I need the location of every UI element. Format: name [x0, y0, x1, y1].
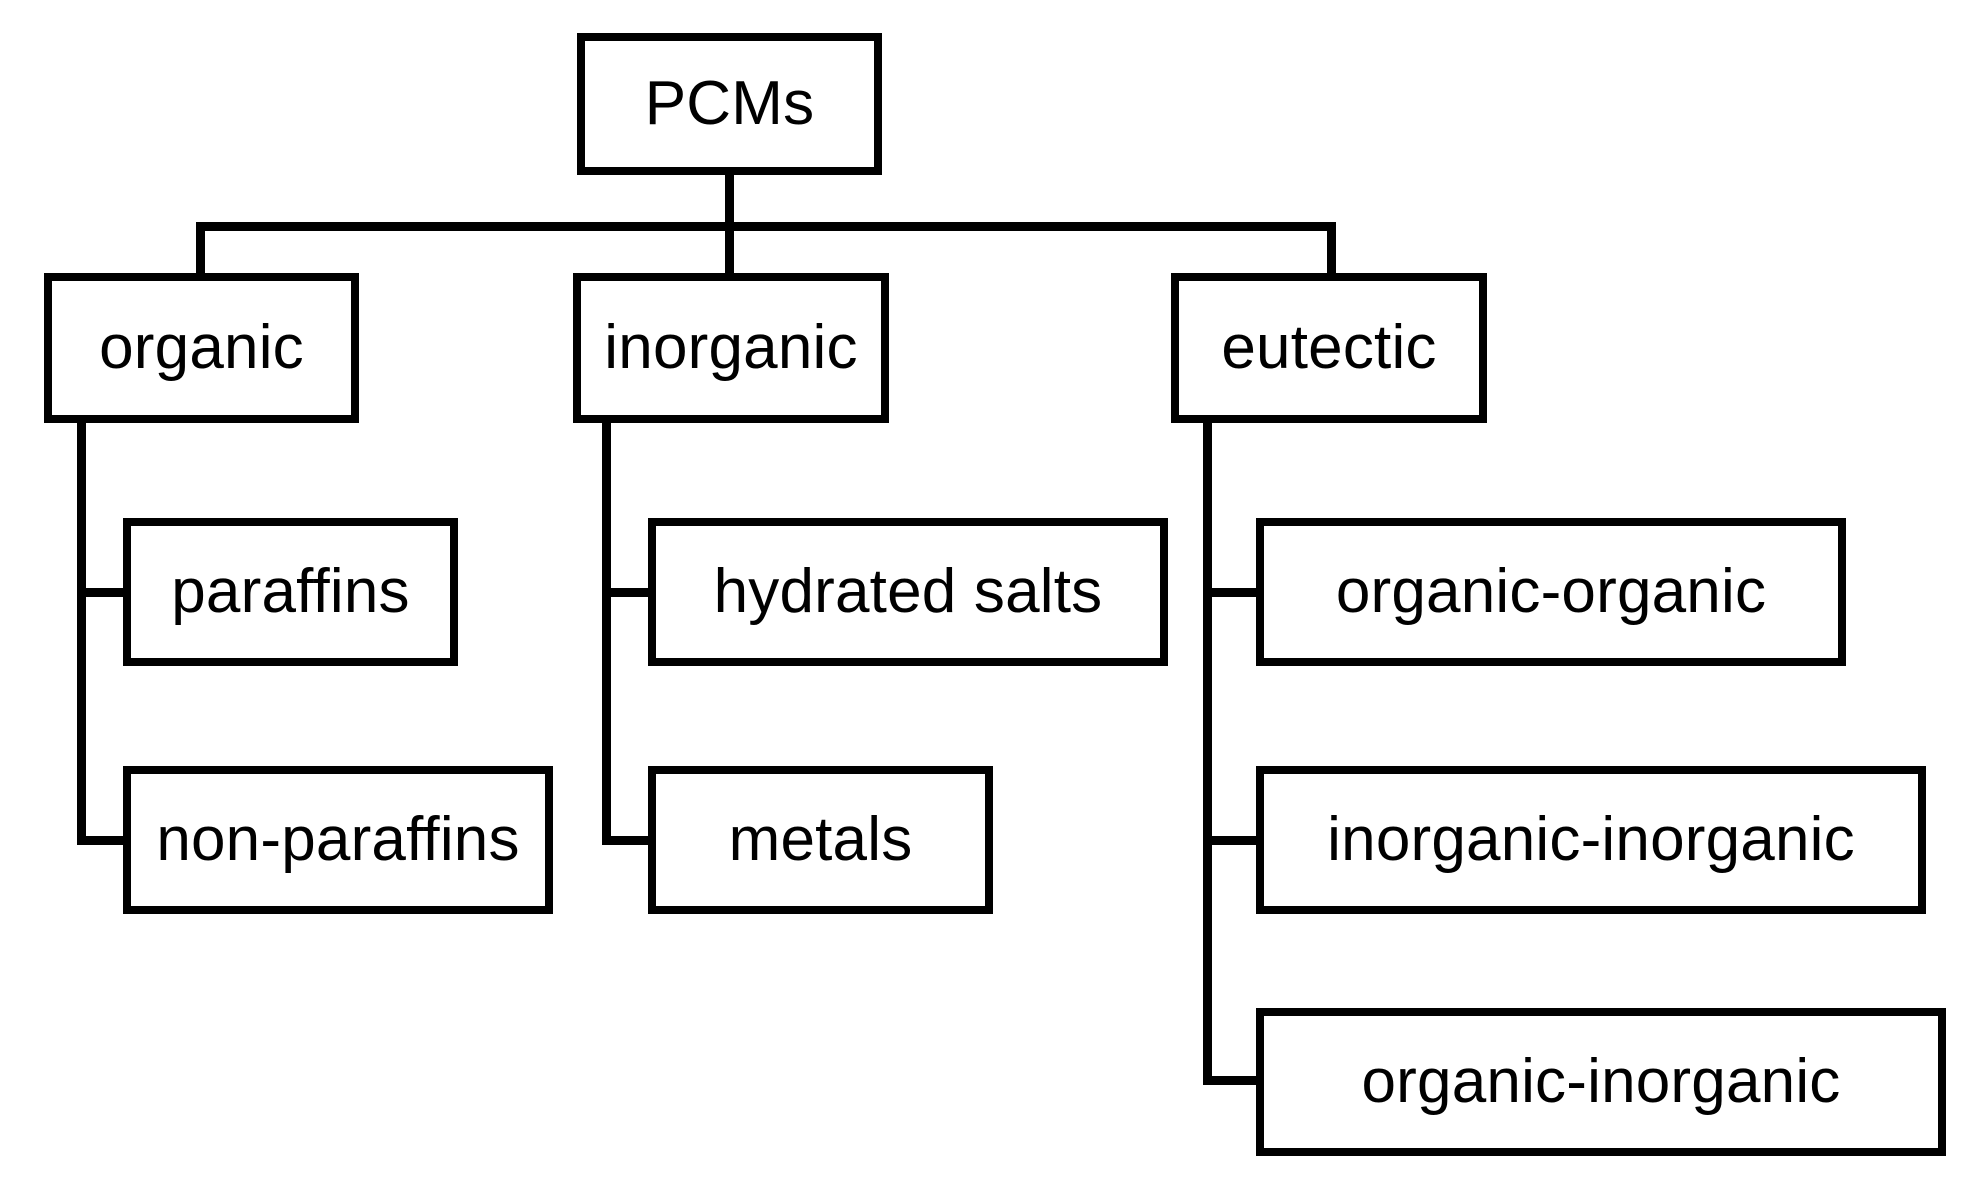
node-pcms-label: PCMs [644, 69, 815, 138]
node-paraffins[interactable]: paraffins [123, 518, 458, 666]
edge-bus-to-organic [196, 222, 205, 277]
node-organic-organic[interactable]: organic-organic [1256, 518, 1846, 666]
node-paraffins-label: paraffins [171, 557, 410, 626]
node-organic-label: organic [99, 313, 304, 382]
node-hydrated-salts-label: hydrated salts [713, 557, 1103, 626]
node-hydrated-salts[interactable]: hydrated salts [648, 518, 1168, 666]
node-organic-inorganic[interactable]: organic-inorganic [1256, 1008, 1946, 1156]
edge-bus-to-eutectic [1327, 222, 1336, 277]
edge-eutectic-to-organic-organic [1203, 588, 1263, 597]
edge-inorganic-to-hydrated-salts [602, 588, 657, 597]
edge-bus-to-inorganic [725, 222, 734, 277]
node-metals[interactable]: metals [648, 766, 993, 914]
node-inorganic-inorganic-label: inorganic-inorganic [1327, 805, 1855, 874]
node-pcms[interactable]: PCMs [577, 33, 882, 175]
node-eutectic[interactable]: eutectic [1171, 273, 1487, 423]
edge-eutectic-to-organic-inorganic [1203, 1076, 1263, 1085]
node-non-paraffins-label: non-paraffins [156, 805, 520, 874]
edge-level1-bus [196, 222, 1336, 231]
node-organic-inorganic-label: organic-inorganic [1361, 1047, 1841, 1116]
edge-eutectic-spine [1203, 420, 1212, 1085]
edge-organic-spine [77, 420, 86, 845]
edge-eutectic-to-inorganic-inorganic [1203, 836, 1263, 845]
node-eutectic-label: eutectic [1221, 313, 1437, 382]
node-organic[interactable]: organic [44, 273, 359, 423]
edge-pcms-stem [725, 175, 734, 225]
node-inorganic-inorganic[interactable]: inorganic-inorganic [1256, 766, 1926, 914]
node-non-paraffins[interactable]: non-paraffins [123, 766, 553, 914]
edge-inorganic-to-metals [602, 836, 657, 845]
node-inorganic[interactable]: inorganic [573, 273, 889, 423]
edge-organic-to-non-paraffins [77, 836, 132, 845]
edge-inorganic-spine [602, 420, 611, 845]
edge-organic-to-paraffins [77, 588, 132, 597]
node-inorganic-label: inorganic [604, 313, 858, 382]
node-organic-organic-label: organic-organic [1335, 557, 1767, 626]
node-metals-label: metals [728, 805, 913, 874]
